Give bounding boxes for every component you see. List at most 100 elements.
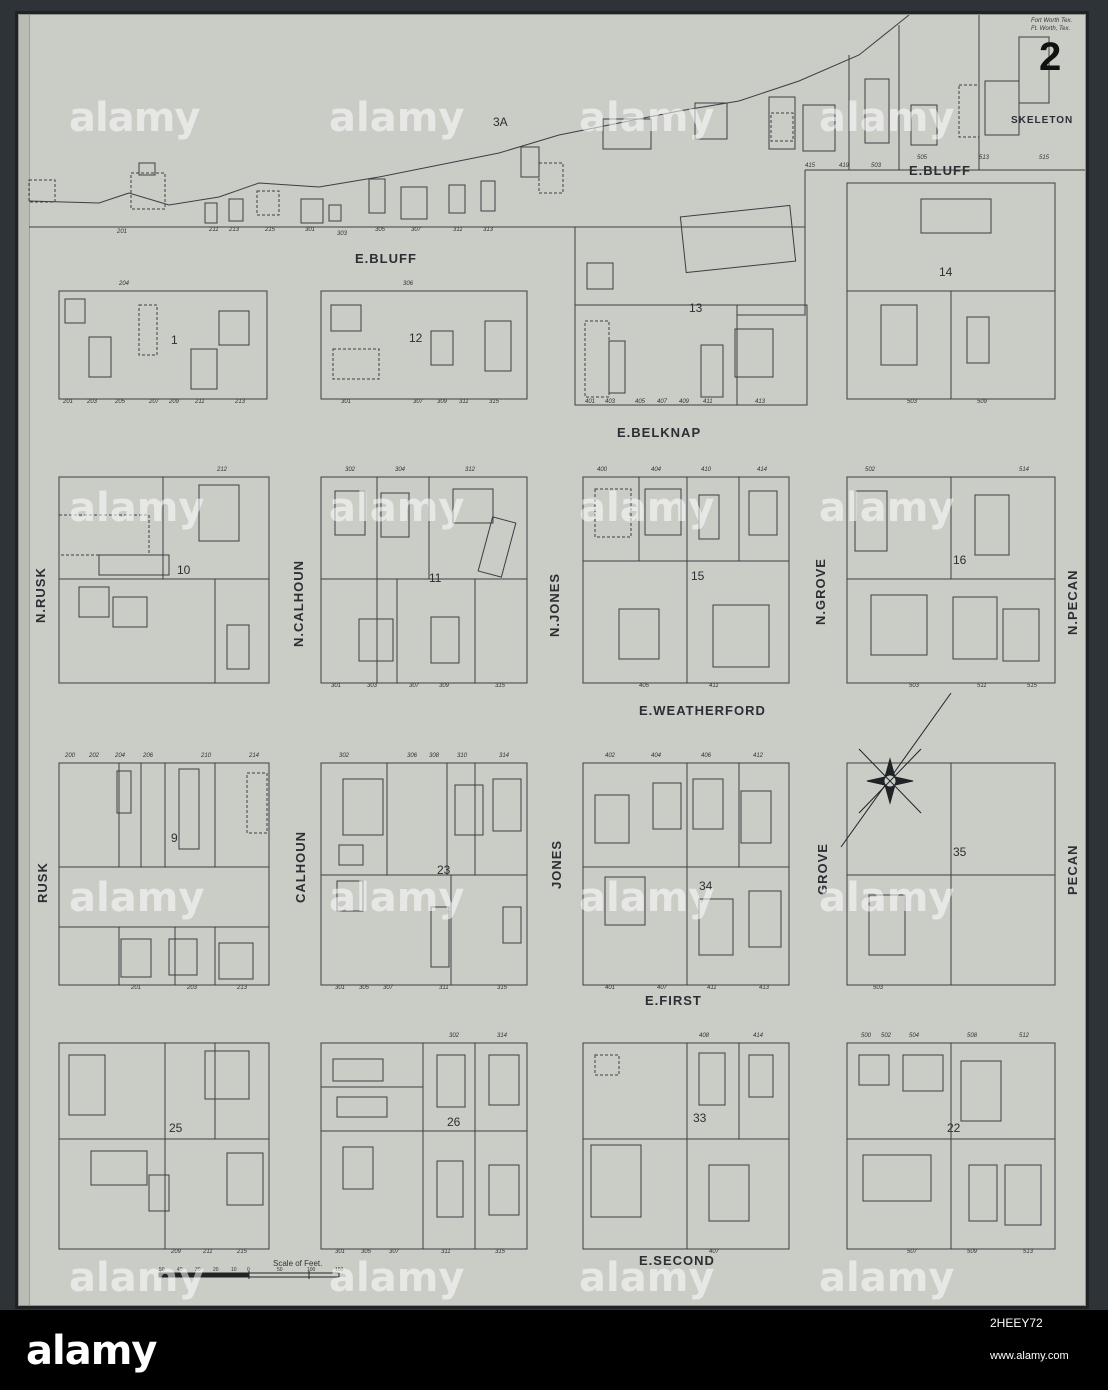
house-number: 502 — [881, 1033, 892, 1039]
house-number: 408 — [699, 1033, 710, 1039]
house-number: 305 — [361, 1249, 372, 1255]
house-number: 301 — [341, 399, 352, 405]
house-number: 212 — [217, 467, 228, 473]
image-code: 2HEEY72 — [990, 1316, 1043, 1330]
watermark: alamy — [579, 875, 715, 921]
scale-tick: 100 — [307, 1267, 316, 1273]
house-number: 514 — [1019, 467, 1030, 473]
street-e-bluff-top: E.BLUFF — [909, 163, 971, 178]
scale-tick: 30 — [195, 1267, 201, 1273]
house-number: 409 — [679, 399, 690, 405]
house-number: 203 — [87, 399, 98, 405]
bluff-buildings — [28, 36, 1050, 224]
scale-tick: 10 — [231, 1267, 237, 1273]
house-number: 302 — [345, 467, 356, 473]
house-number: 507 — [907, 1249, 918, 1255]
block-11: 11 — [429, 571, 442, 585]
house-number: 201 — [117, 229, 128, 235]
watermark: alamy — [579, 485, 715, 531]
block-10: 10 — [177, 563, 191, 577]
compass-rose — [840, 692, 952, 848]
scale-tick: 40 — [177, 1267, 183, 1273]
scale-title: Scale of Feet. — [273, 1259, 323, 1268]
block-26: 26 — [447, 1115, 461, 1129]
street-e-second: E.SECOND — [639, 1253, 715, 1268]
house-number: 309 — [437, 399, 448, 405]
house-number: 305 — [359, 985, 370, 991]
house-number: 413 — [755, 399, 766, 405]
house-number: 405 — [635, 399, 646, 405]
alamy-logo: alamy — [26, 1328, 157, 1374]
house-number: 211 — [195, 399, 205, 405]
house-number: 407 — [657, 399, 668, 405]
sheet-number: 2 — [1039, 35, 1062, 79]
street-calhoun: CALHOUN — [293, 831, 308, 903]
watermark: alamy — [329, 1255, 465, 1301]
watermark: alamy — [819, 485, 955, 531]
street-n-pecan: N.PECAN — [1065, 569, 1080, 635]
house-number: 215 — [237, 1249, 248, 1255]
house-number: 515 — [1039, 155, 1050, 161]
skeleton-label: SKELETON — [1011, 115, 1074, 126]
house-number: 213 — [235, 399, 246, 405]
house-number: 201 — [63, 399, 74, 405]
stock-footer-bar: alamy 2HEEY72 www.alamy.com — [0, 1310, 1108, 1390]
house-number: 509 — [977, 399, 988, 405]
street-e-first: E.FIRST — [645, 993, 702, 1008]
house-number: 306 — [403, 281, 414, 287]
scale-bar — [158, 1271, 340, 1279]
street-pecan: PECAN — [1065, 844, 1080, 895]
house-number: 307 — [383, 985, 394, 991]
house-number: 310 — [457, 753, 468, 759]
house-number: 406 — [701, 753, 712, 759]
house-number: 309 — [439, 683, 450, 689]
block-14: 14 — [939, 265, 953, 279]
house-number: 303 — [367, 683, 378, 689]
block-35: 35 — [953, 845, 967, 859]
block-9: 9 — [171, 831, 178, 845]
house-number: 204 — [115, 753, 126, 759]
street-e-belknap: E.BELKNAP — [617, 425, 702, 440]
block-25: 25 — [169, 1121, 183, 1135]
house-number: 307 — [411, 227, 422, 233]
house-number: 314 — [499, 753, 510, 759]
house-number: 500 — [861, 1033, 872, 1039]
house-number: 410 — [701, 467, 712, 473]
house-number: 301 — [305, 227, 316, 233]
house-number: 407 — [709, 1249, 720, 1255]
scale-tick: 20 — [213, 1267, 219, 1273]
house-number: 511 — [977, 683, 987, 689]
house-number: 400 — [597, 467, 608, 473]
watermark: alamy — [329, 875, 465, 921]
street-n-rusk: N.RUSK — [33, 567, 48, 623]
house-number: 301 — [331, 683, 342, 689]
house-number: 404 — [651, 753, 662, 759]
house-number: 215 — [265, 227, 276, 233]
sheet-header-line-1: Fort Worth Tex. — [1031, 18, 1073, 24]
house-number: 200 — [65, 753, 76, 759]
block-13: 13 — [689, 301, 703, 315]
street-e-weatherford: E.WEATHERFORD — [639, 703, 766, 718]
house-number: 509 — [967, 1249, 978, 1255]
sheet-header-line-2: Ft. Worth, Tex. — [1031, 26, 1071, 32]
block-12: 12 — [409, 331, 423, 345]
house-number: 414 — [753, 1033, 764, 1039]
house-number: 210 — [201, 753, 212, 759]
block-buildings — [58, 198, 1042, 1226]
house-number: 314 — [497, 1033, 508, 1039]
house-number: 414 — [757, 467, 768, 473]
house-number: 315 — [489, 399, 500, 405]
watermark: alamy — [69, 95, 200, 141]
map-drawing — [28, 15, 1085, 1279]
house-number: 405 — [639, 683, 650, 689]
house-number: 307 — [389, 1249, 400, 1255]
scale-tick: 50 — [159, 1267, 165, 1273]
house-number: 213 — [229, 227, 240, 233]
street-jones: JONES — [549, 839, 564, 889]
street-n-calhoun: N.CALHOUN — [291, 560, 306, 647]
house-number: 419 — [839, 163, 850, 169]
house-number: 301 — [335, 985, 346, 991]
house-number: 404 — [651, 467, 662, 473]
footer-site-link[interactable]: www.alamy.com — [990, 1350, 1069, 1362]
house-number: 411 — [707, 985, 717, 991]
